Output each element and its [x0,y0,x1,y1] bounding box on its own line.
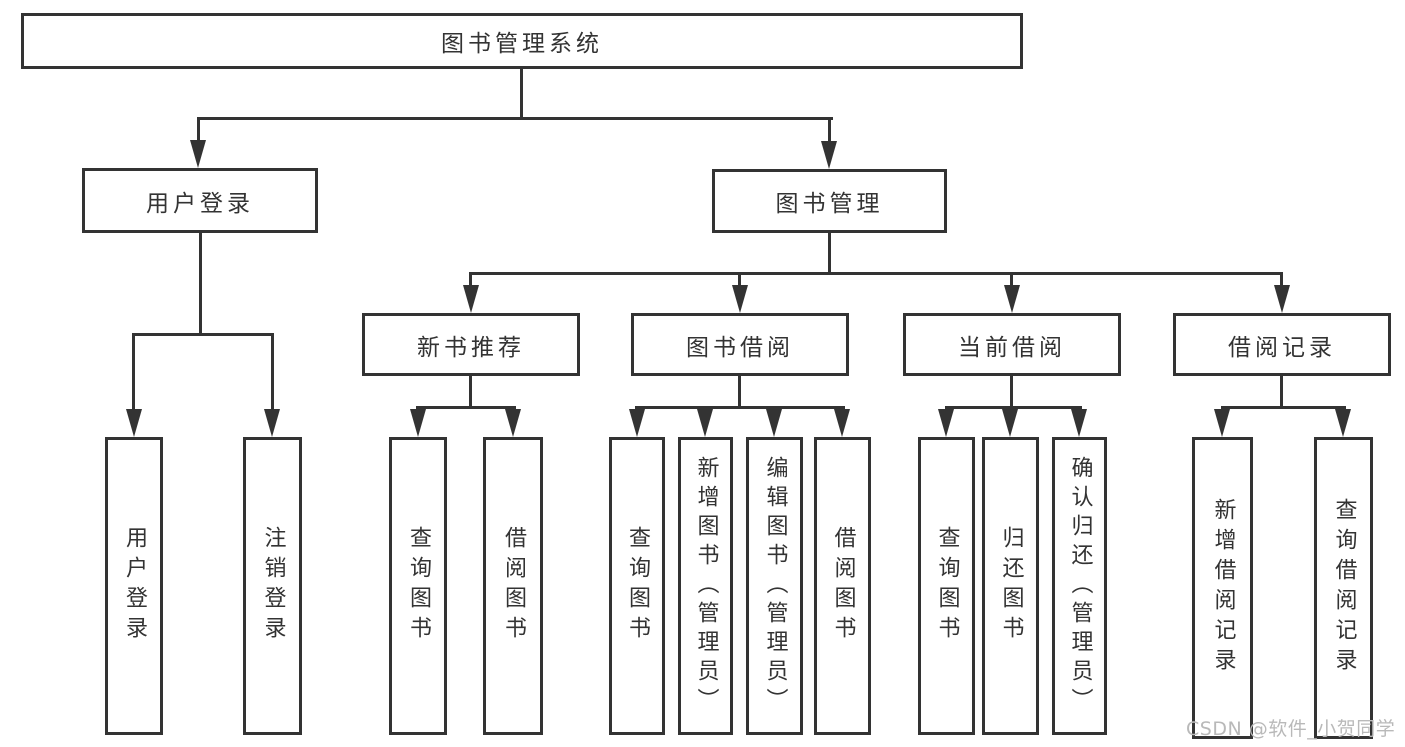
connector-records-stem [1280,376,1283,408]
leaf-label: 查询借阅记录 [1331,498,1357,678]
leaf-edit-book-admin: 编辑图书（管理员） [746,437,803,735]
down-arrowhead-leaf-borrow-books [505,409,521,437]
leaf-label: 用户登录 [122,526,147,646]
connector-records-arrow-stem [1280,272,1283,290]
node-label: 用户登录 [146,190,254,217]
leaf-label: 确认归还（管理员） [1067,455,1093,717]
connector-login-stem [199,233,202,335]
connector-root-stem [520,69,523,118]
down-arrowhead-borrow-records [1274,285,1290,313]
connector-borrow-stem [738,376,741,408]
down-arrowhead-leaf-user-login [126,409,142,437]
leaf-label: 注销登录 [260,526,286,646]
leaf-label: 归还图书 [998,526,1024,646]
connector-borrow-arrow-stem [738,272,741,290]
down-arrowhead-leaf-return-book [1002,409,1018,437]
node-label: 图书管理系统 [441,31,603,57]
connector-login-branch [132,333,274,336]
down-arrowhead-leaf-add-record [1214,409,1230,437]
leaf-label: 编辑图书（管理员） [762,455,788,717]
connector-login-leaf2-stem [271,333,274,413]
leaf-query-books-2: 查询图书 [609,437,665,735]
down-arrowhead-leaf-confirm-return [1071,409,1087,437]
leaf-label: 查询图书 [934,526,960,646]
leaf-label: 新增借阅记录 [1210,498,1236,678]
leaf-label: 查询图书 [406,526,431,646]
node-library-management-system: 图书管理系统 [21,13,1023,69]
connector-mgmt-stem [828,233,831,275]
down-arrowhead-leaf-borrow-books-2 [834,409,850,437]
leaf-borrow-books: 借阅图书 [483,437,543,735]
connector-login-leaf1-stem [132,333,135,413]
down-arrowhead-new-book-recommend [463,285,479,313]
connector-records-branch [1221,406,1346,409]
node-book-management: 图书管理 [712,169,947,233]
down-arrowhead-book-borrow [732,285,748,313]
node-label: 新书推荐 [417,334,525,361]
leaf-query-books: 查询图书 [389,437,447,735]
leaf-return-book: 归还图书 [982,437,1039,735]
down-arrowhead-leaf-query-books-2 [629,409,645,437]
leaf-label: 借阅图书 [830,526,856,646]
node-label: 当前借阅 [958,334,1066,361]
node-book-borrow: 图书借阅 [631,313,849,376]
connector-new-arrow-stem [469,272,472,290]
leaf-add-borrow-record: 新增借阅记录 [1192,437,1253,739]
node-user-login: 用户登录 [82,168,318,233]
connector-level2-branch [197,117,833,120]
leaf-logout: 注销登录 [243,437,302,735]
leaf-label: 借阅图书 [501,526,526,646]
leaf-confirm-return-admin: 确认归还（管理员） [1052,437,1107,735]
node-label: 图书借阅 [686,334,794,361]
node-borrow-records: 借阅记录 [1173,313,1391,376]
connector-new-stem [469,376,472,408]
node-label: 图书管理 [775,191,884,217]
leaf-query-books-3: 查询图书 [918,437,975,735]
down-arrowhead-leaf-add-book [697,409,713,437]
node-label: 借阅记录 [1228,334,1336,361]
leaf-user-login: 用户登录 [105,437,163,735]
leaf-add-book-admin: 新增图书（管理员） [678,437,733,735]
leaf-label: 新增图书（管理员） [693,455,719,717]
leaf-borrow-books-2: 借阅图书 [814,437,871,735]
connector-current-arrow-stem [1010,272,1013,290]
leaf-query-borrow-record: 查询借阅记录 [1314,437,1373,739]
connector-level3-branch [469,272,1283,275]
down-arrowhead-mgmt [821,141,837,169]
down-arrowhead-leaf-edit-book [766,409,782,437]
leaf-label: 查询图书 [625,526,650,646]
connector-login-arrow-stem [197,117,200,147]
down-arrowhead-leaf-query-record [1335,409,1351,437]
connector-borrow-branch [635,406,845,409]
node-current-borrow: 当前借阅 [903,313,1121,376]
connector-current-stem [1010,376,1013,408]
down-arrowhead-current-borrow [1004,285,1020,313]
connector-new-branch [416,406,516,409]
down-arrowhead-login [190,140,206,168]
connector-mgmt-arrow-stem [828,117,831,147]
connector-current-branch [945,406,1082,409]
down-arrowhead-leaf-query-books-3 [938,409,954,437]
node-new-book-recommend: 新书推荐 [362,313,580,376]
down-arrowhead-leaf-query-books [410,409,426,437]
csdn-watermark: CSDN @软件_小贺同学 [1186,718,1396,740]
down-arrowhead-leaf-logout [264,409,280,437]
